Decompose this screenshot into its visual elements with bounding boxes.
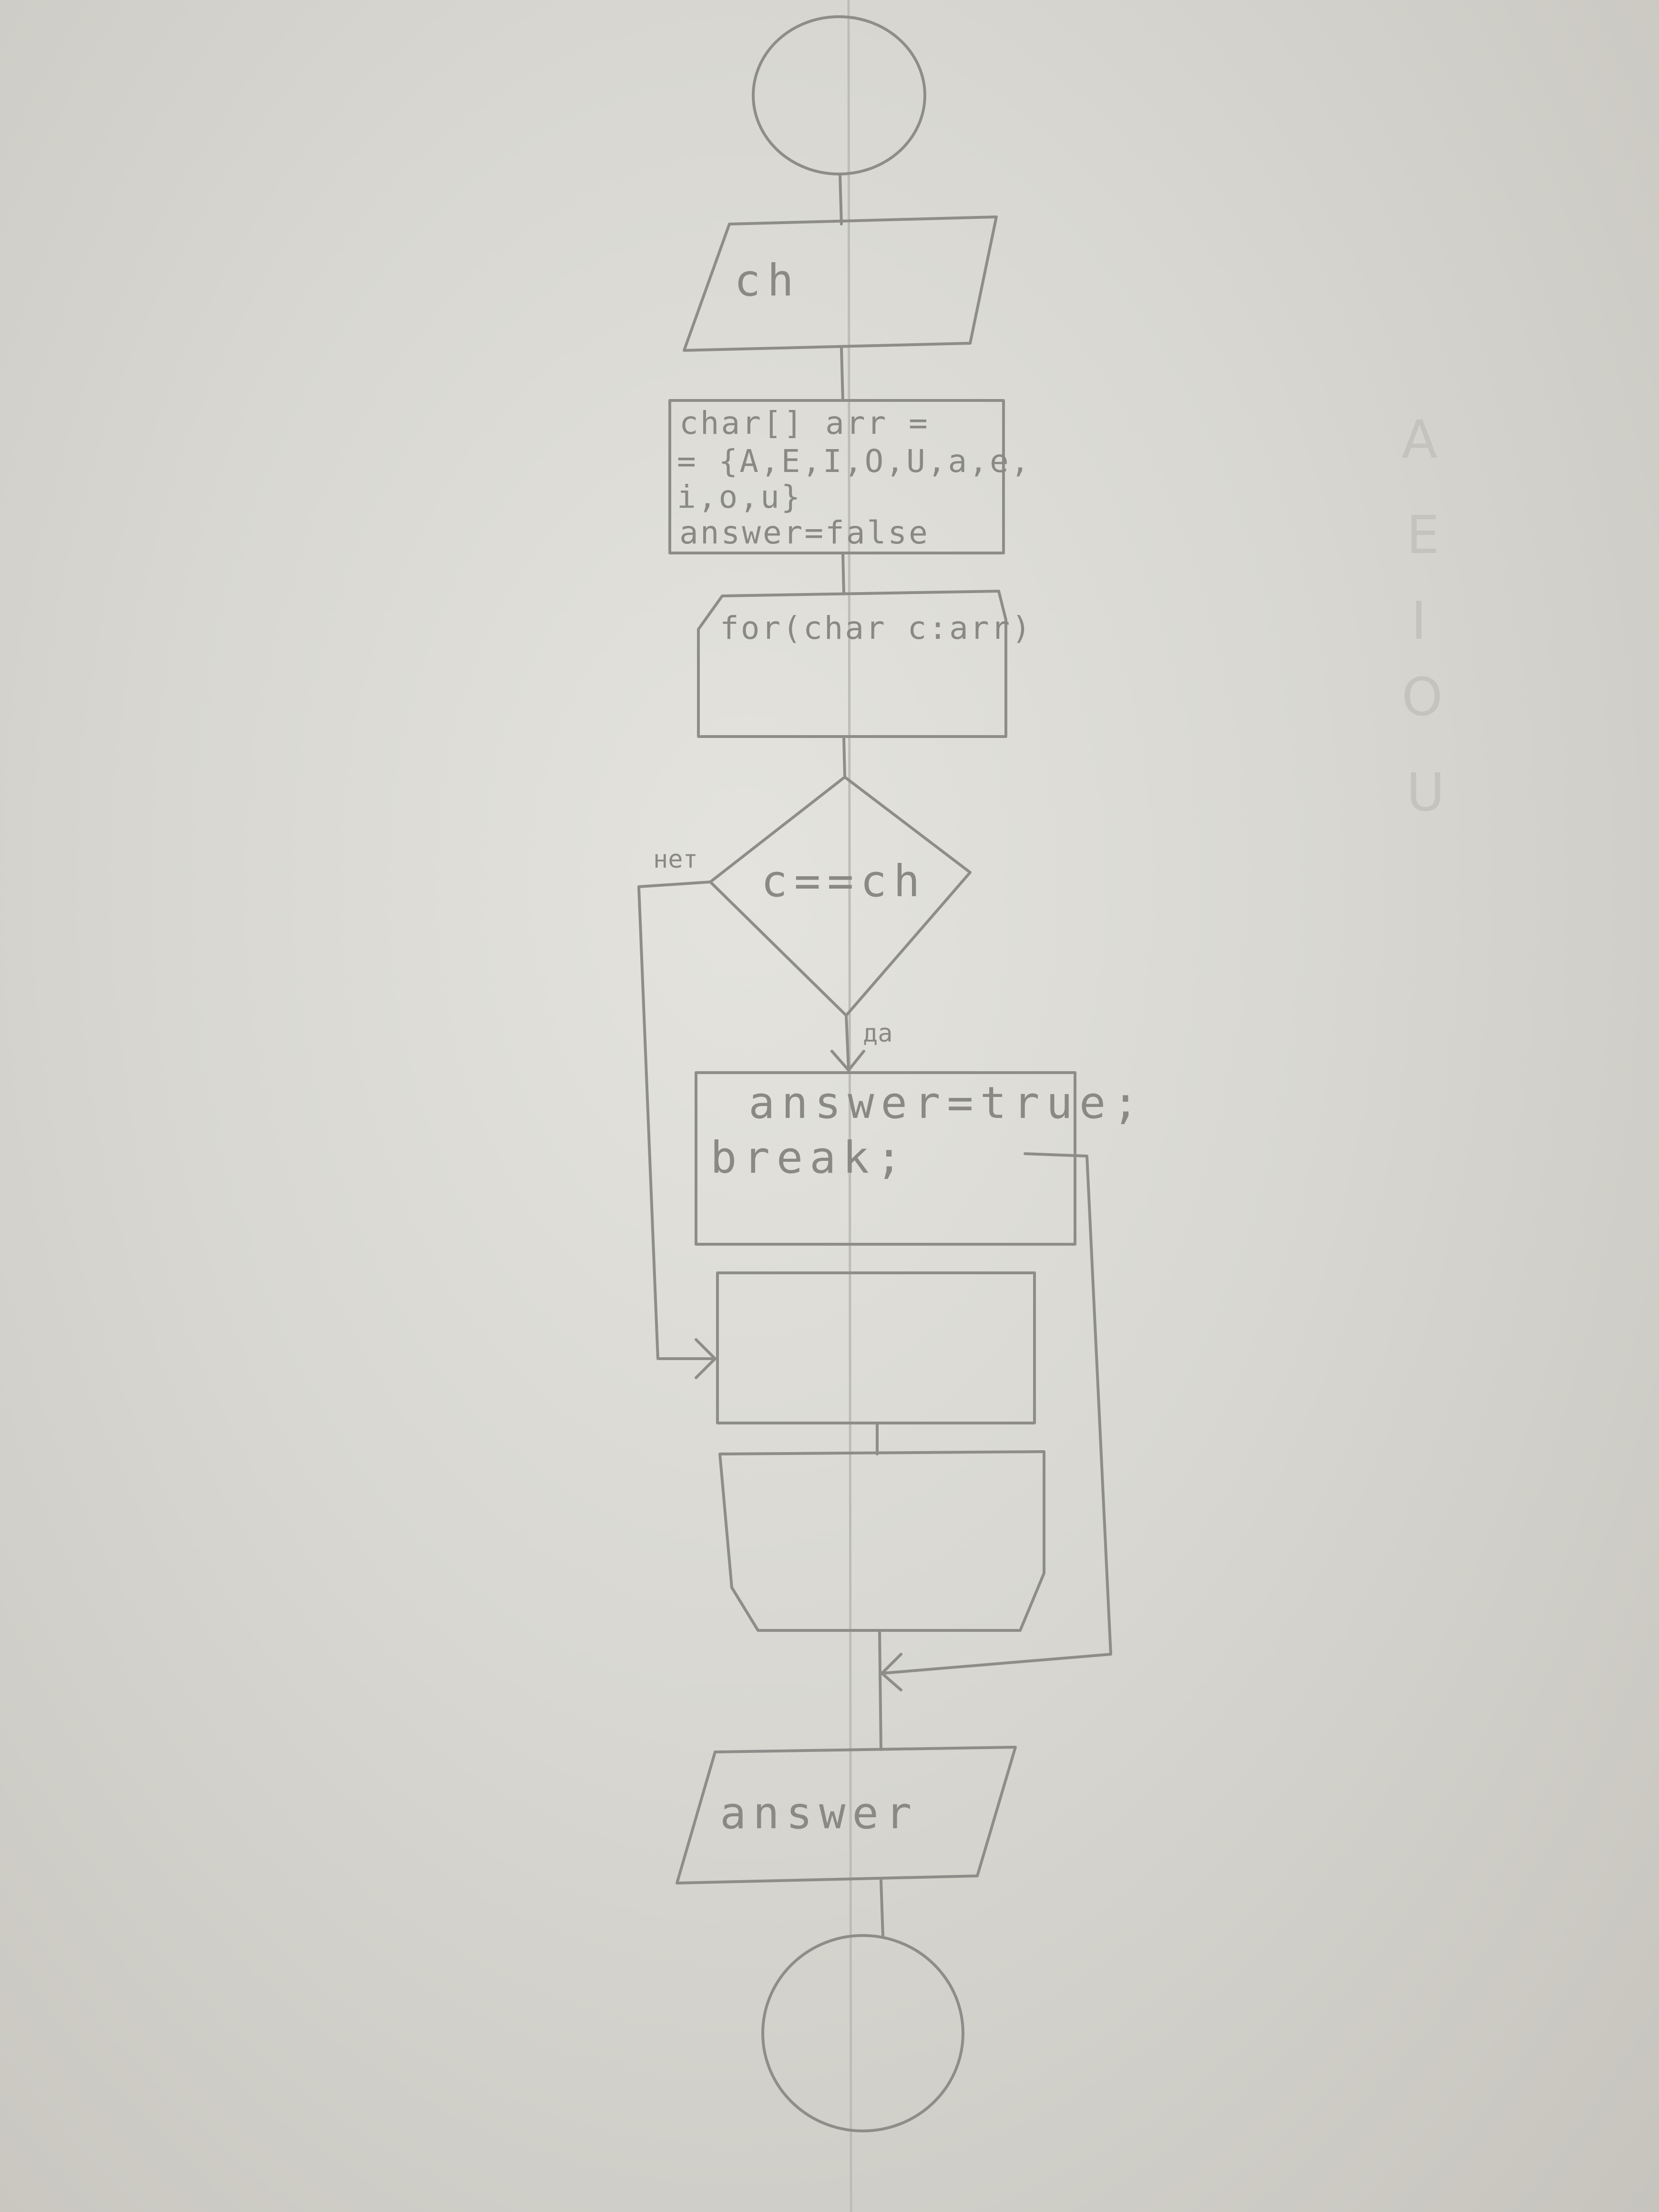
branch-yes-label: да	[863, 1019, 893, 1048]
assign-line-2: break;	[710, 1132, 909, 1183]
loop-end-block	[718, 1450, 1045, 1632]
loop-start-block	[697, 590, 1007, 738]
margin-letter-1: A	[1402, 409, 1437, 470]
connector-loop-decision	[842, 735, 846, 778]
init-process-box	[668, 399, 1005, 554]
margin-letter-5: U	[1406, 762, 1445, 823]
init-line-2: = {A,E,I,O,U,a,e,	[677, 443, 1032, 480]
empty-process-box	[716, 1271, 1036, 1424]
connector-start-input	[839, 173, 843, 225]
connector-init-loop	[841, 552, 845, 595]
start-terminator	[752, 15, 926, 175]
page-fold-line	[847, 0, 852, 2212]
connector-input-init	[840, 347, 844, 402]
end-terminator	[761, 1934, 964, 2132]
margin-letter-2: E	[1406, 504, 1440, 565]
output-answer-label: answer	[720, 1788, 918, 1839]
connector-loopend-output	[878, 1629, 882, 1751]
init-line-1: char[] arr =	[679, 405, 930, 441]
init-line-3: i,o,u}	[677, 479, 802, 515]
margin-letter-4: O	[1402, 666, 1443, 727]
assign-process-box	[695, 1071, 1076, 1246]
no-branch-line	[637, 881, 717, 1360]
break-exit-arrowhead	[881, 1653, 902, 1691]
yes-branch-line	[845, 1014, 850, 1072]
decision-label: c==ch	[761, 856, 927, 907]
init-line-4: answer=false	[679, 514, 930, 551]
loop-header-label: for(char c:arr)	[720, 610, 1033, 646]
connector-output-end	[880, 1879, 884, 1937]
branch-no-label: нет	[653, 845, 698, 874]
assign-line-1: answer=true;	[748, 1077, 1146, 1128]
output-answer-parallelogram	[676, 1746, 1017, 1884]
break-exit-line	[881, 1152, 1112, 1675]
margin-letter-3: I	[1411, 590, 1426, 651]
input-ch-parallelogram	[683, 215, 998, 352]
input-ch-label: ch	[734, 255, 800, 306]
yes-branch-arrowhead	[830, 1050, 865, 1072]
no-branch-arrowhead	[695, 1338, 717, 1379]
